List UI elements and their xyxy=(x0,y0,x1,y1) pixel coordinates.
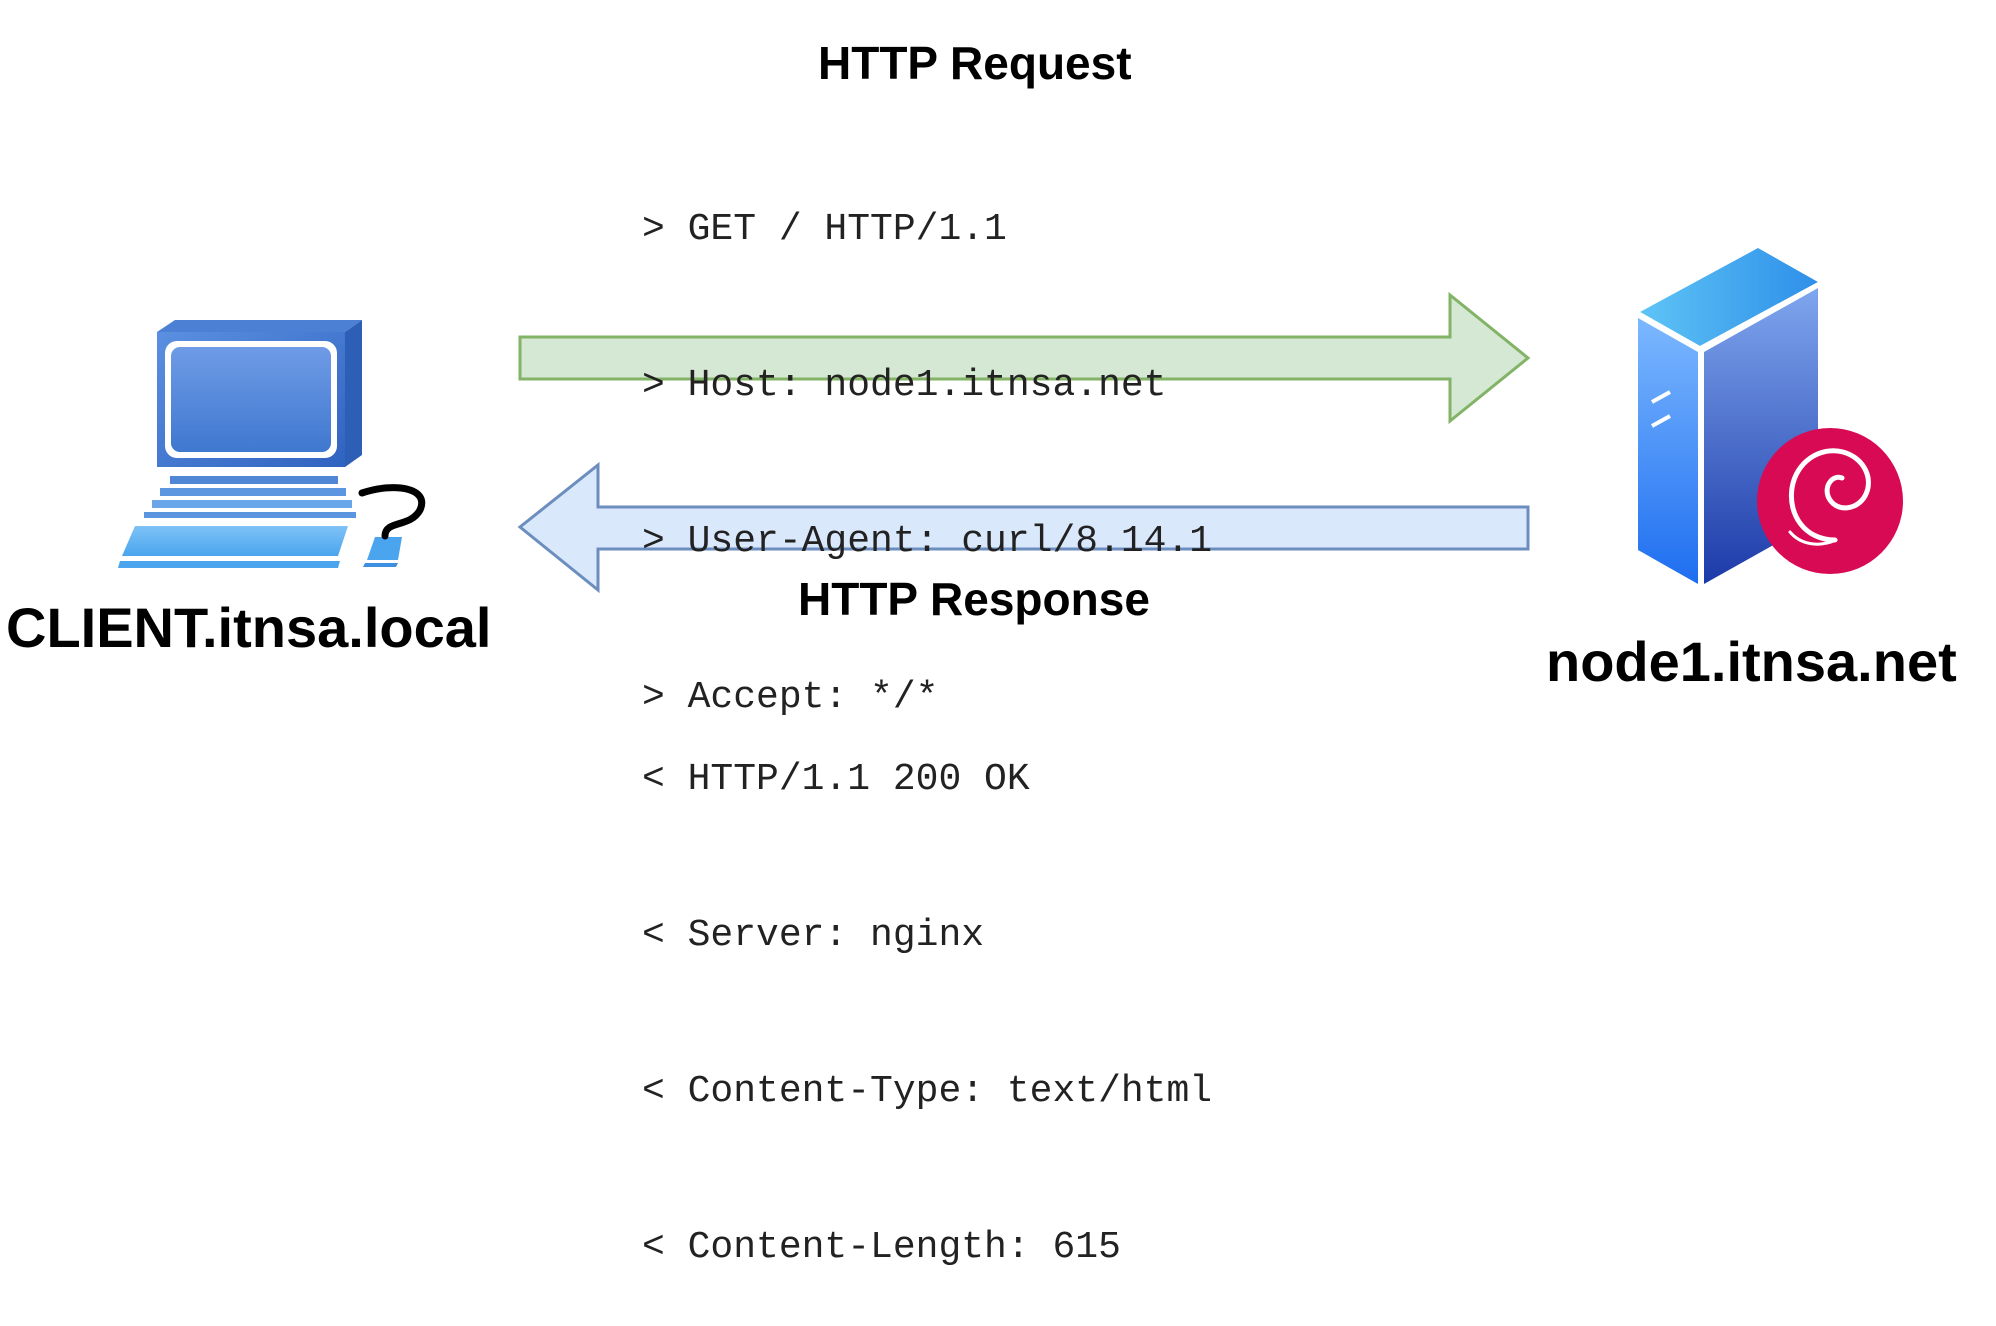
desktop-computer-icon xyxy=(118,320,426,568)
request-line: > GET / HTTP/1.1 xyxy=(642,208,1007,251)
response-arrow xyxy=(517,461,1530,594)
server-label: node1.itnsa.net xyxy=(1546,630,1957,693)
client-label: CLIENT.itnsa.local xyxy=(6,596,492,659)
request-line: > User-Agent: curl/8.14.1 xyxy=(642,520,1213,563)
response-line: < Server: nginx xyxy=(642,914,985,957)
request-title: HTTP Request xyxy=(818,37,1132,89)
response-title: HTTP Response xyxy=(798,573,1150,625)
request-line: > Host: node1.itnsa.net xyxy=(642,364,1167,407)
request-line: > Accept: */* xyxy=(642,676,939,719)
request-headers: > GET / HTTP/1.1 > Host: node1.itnsa.net… xyxy=(642,100,1212,776)
request-arrow xyxy=(518,291,1531,425)
response-line: < HTTP/1.1 200 OK xyxy=(642,758,1030,801)
response-line: < Content-Length: 615 xyxy=(642,1226,1121,1269)
diagram-graphics xyxy=(118,248,1903,594)
response-line: < Content-Type: text/html xyxy=(642,1070,1213,1113)
response-headers: < HTTP/1.1 200 OK < Server: nginx < Cont… xyxy=(642,650,1212,1326)
debian-swirl-icon xyxy=(1757,428,1903,574)
